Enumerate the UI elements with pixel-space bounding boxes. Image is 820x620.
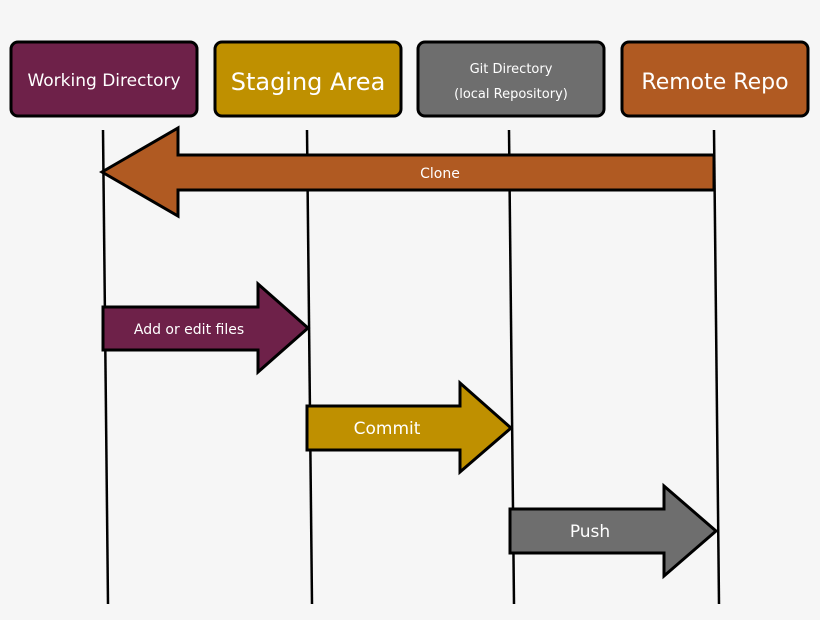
clone-arrow-label: Clone — [420, 166, 460, 182]
push-arrow-shape — [508, 482, 719, 580]
commit-arrow-shape — [305, 379, 514, 476]
lane-box-git — [416, 40, 606, 118]
lifelines — [101, 129, 721, 605]
lane-label-staging: Staging Area — [231, 68, 386, 96]
lane-header-git: Git Directory (local Repository) — [416, 40, 606, 118]
lane-header-remote: Remote Repo — [620, 40, 810, 118]
arrow-add: Add or edit files — [101, 280, 311, 376]
lifeline-remote — [712, 129, 721, 605]
lane-label-git-line1: Git Directory — [470, 62, 553, 77]
lane-header-staging: Staging Area — [213, 40, 403, 118]
lane-header-working: Working Directory — [9, 40, 199, 118]
lane-label-git-line2: (local Repository) — [454, 87, 568, 102]
lane-box-working — [9, 40, 199, 118]
add-arrow-label: Add or edit files — [134, 322, 244, 338]
lane-box-remote — [620, 40, 810, 118]
lane-label-remote: Remote Repo — [641, 70, 788, 95]
arrow-push: Push — [508, 482, 719, 580]
arrow-clone: Clone — [99, 125, 716, 219]
add-arrow-shape — [101, 280, 311, 376]
commit-arrow-label: Commit — [354, 419, 421, 439]
lifeline-working — [101, 129, 110, 605]
lane-box-staging — [213, 40, 403, 118]
clone-arrow-shape — [99, 125, 716, 219]
lifeline-staging — [305, 129, 314, 605]
push-arrow-label: Push — [570, 522, 610, 542]
arrow-commit: Commit — [305, 379, 514, 476]
lane-label-working: Working Directory — [27, 71, 180, 91]
